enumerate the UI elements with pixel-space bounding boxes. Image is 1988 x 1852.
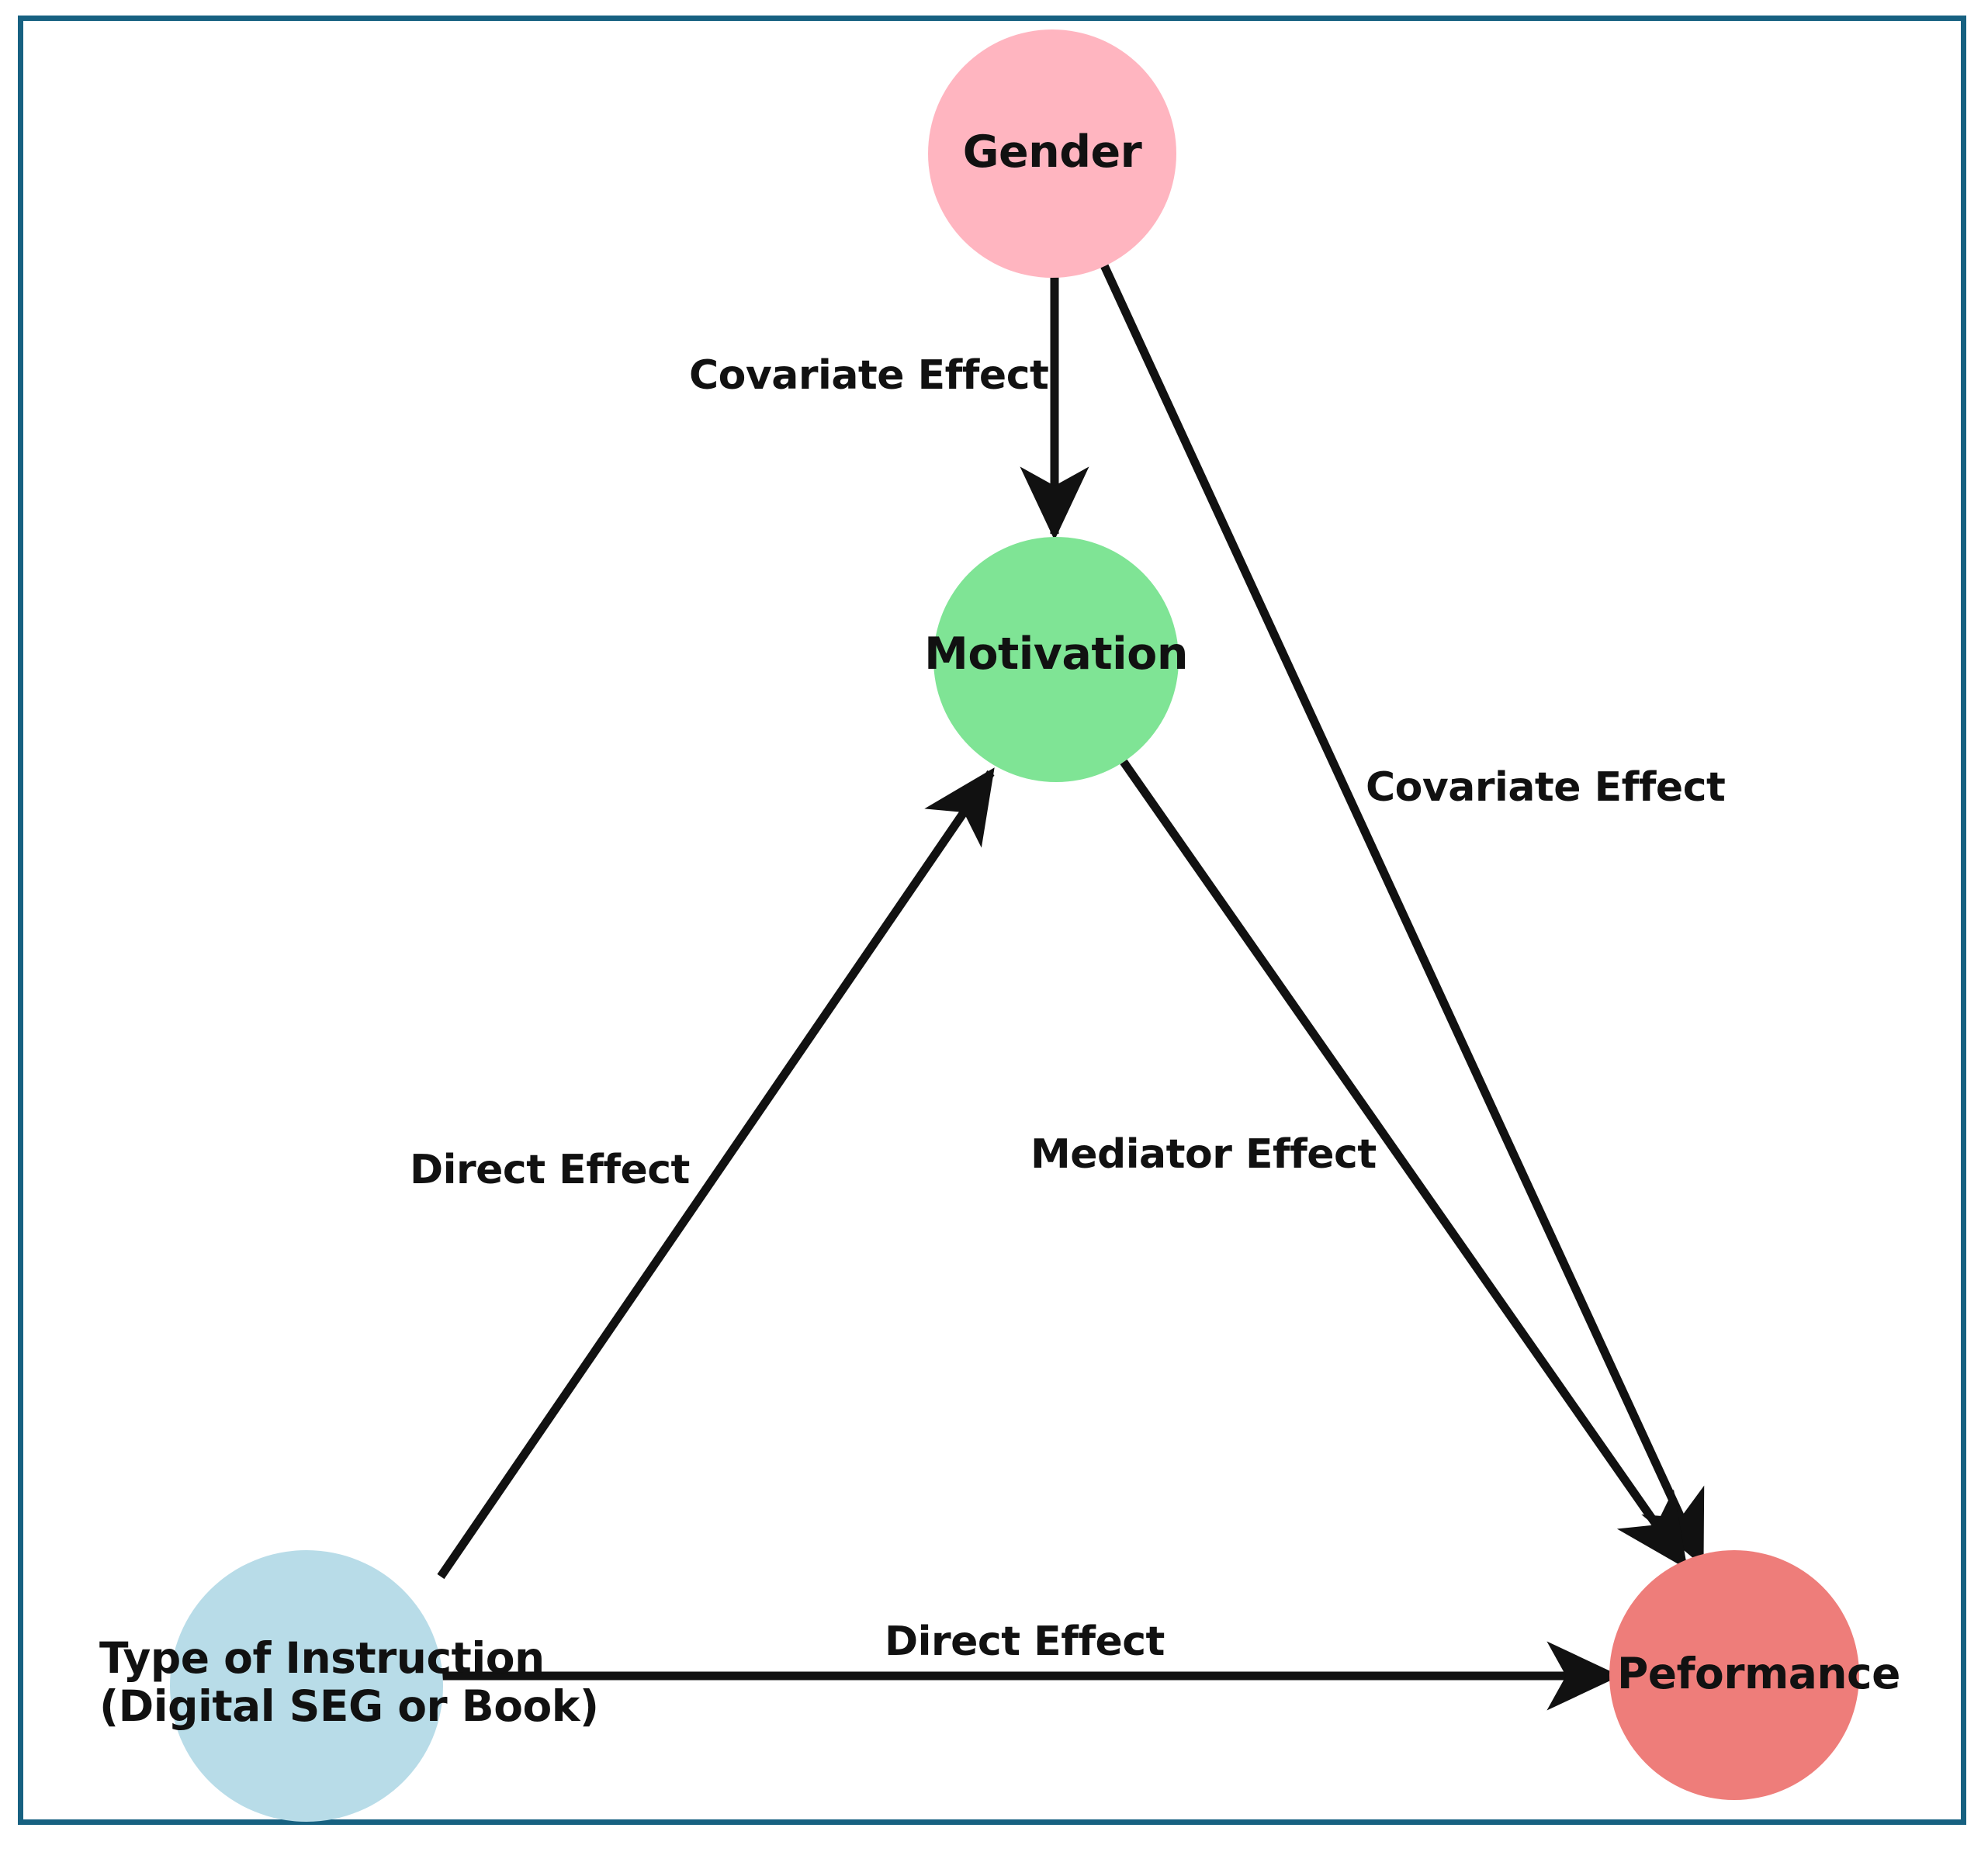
edge-motivation-performance: [1120, 759, 1688, 1570]
node-gender-label: Gender: [962, 126, 1142, 178]
edge-label-gender-motivation: Covariate Effect: [689, 352, 1049, 399]
node-motivation-label: Motivation: [924, 628, 1188, 680]
node-type-of-instruction-label-line2: (Digital SEG or Book): [99, 1681, 599, 1731]
edge-label-instruction-motivation: Direct Effect: [410, 1147, 690, 1193]
node-type-of-instruction-label: Type of Instruction (Digital SEG or Book…: [99, 1633, 658, 1731]
edge-label-gender-performance: Covariate Effect: [1366, 764, 1726, 811]
node-motivation[interactable]: [933, 537, 1179, 782]
diagram-border-frame: [18, 16, 1966, 1825]
edge-gender-performance: [1100, 261, 1705, 1567]
node-type-of-instruction[interactable]: [170, 1550, 443, 1822]
edge-instruction-motivation: [437, 767, 995, 1580]
edge-label-motivation-performance: Mediator Effect: [1030, 1131, 1377, 1178]
node-performance[interactable]: [1609, 1550, 1859, 1800]
node-gender[interactable]: [928, 29, 1176, 278]
edge-label-instruction-performance: Direct Effect: [885, 1618, 1165, 1665]
node-type-of-instruction-label-line1: Type of Instruction: [99, 1633, 545, 1683]
node-performance-label: Peformance: [1617, 1649, 1900, 1698]
